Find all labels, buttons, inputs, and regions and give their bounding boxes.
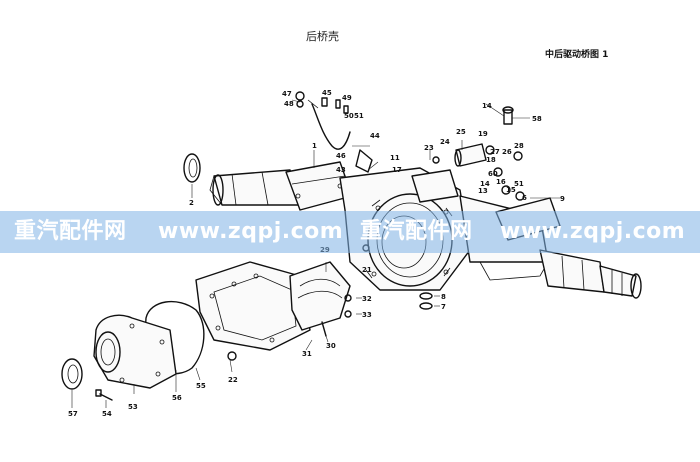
callout-9: 9 — [560, 195, 565, 203]
callout-32: 32 — [362, 295, 372, 303]
callout-55: 55 — [196, 382, 206, 390]
callout-25: 25 — [456, 128, 466, 136]
callout-50: 50 — [344, 112, 354, 120]
callout-8: 8 — [441, 293, 446, 301]
callout-54: 54 — [102, 410, 112, 418]
callout-19: 19 — [478, 130, 488, 138]
callout-48: 48 — [284, 100, 294, 108]
page-title: 后桥壳 — [306, 29, 339, 43]
callout-14: 14 — [480, 180, 490, 188]
watermark-url-2: www.zqpj.com — [500, 219, 686, 244]
callout-16: 16 — [496, 178, 506, 186]
callout-numbers: 1 2 6 7 8 9 11 13 14 14 15 16 17 18 19 2… — [68, 89, 565, 418]
callout-11: 11 — [390, 154, 400, 162]
callout-13: 13 — [478, 187, 488, 195]
callout-45: 45 — [322, 89, 332, 97]
callout-33: 33 — [362, 311, 372, 319]
callout-15: 15 — [506, 186, 516, 194]
callout-56: 56 — [172, 394, 182, 402]
callout-49: 49 — [342, 94, 352, 102]
callout-6: 6 — [522, 194, 527, 202]
callout-7: 7 — [441, 303, 446, 311]
differential-carrier — [195, 261, 311, 351]
breather-hose-assembly — [295, 91, 373, 173]
watermark-band — [0, 211, 700, 253]
ring-bearing-cap — [289, 261, 351, 331]
callout-58: 58 — [532, 115, 542, 123]
callout-28: 28 — [514, 142, 524, 150]
callout-23: 23 — [424, 144, 434, 152]
callout-46: 46 — [336, 152, 346, 160]
callout-27: 27 — [490, 148, 500, 156]
watermark-url: www.zqpj.com — [158, 219, 344, 244]
callout-1: 1 — [312, 142, 317, 150]
bolt-54 — [95, 389, 113, 401]
callout-51b: 51 — [514, 180, 524, 188]
callout-22: 22 — [228, 376, 238, 384]
callout-47: 47 — [282, 90, 292, 98]
callout-14-top: 14 — [482, 102, 492, 110]
callout-17: 17 — [392, 166, 402, 174]
watermark-brand-2: 重汽配件网 — [360, 219, 473, 244]
input-cover-53 — [93, 314, 177, 389]
callout-24: 24 — [440, 138, 450, 146]
oil-seal-57 — [61, 358, 83, 390]
leader-lines — [71, 99, 560, 408]
callout-57: 57 — [68, 410, 78, 418]
callout-26: 26 — [502, 148, 512, 156]
callout-18: 18 — [486, 156, 496, 164]
callout-30: 30 — [326, 342, 336, 350]
seal-ring — [183, 153, 201, 183]
callout-51: 51 — [354, 112, 364, 120]
callout-43: 43 — [336, 166, 346, 174]
callout-60: 60 — [488, 170, 498, 178]
callout-2: 2 — [189, 199, 194, 207]
right-top-fittings — [432, 106, 525, 201]
figure-label: 中后驱动桥图 1 — [545, 48, 608, 60]
callout-53: 53 — [128, 403, 138, 411]
callout-44: 44 — [370, 132, 380, 140]
callout-31: 31 — [302, 350, 312, 358]
watermark-brand: 重汽配件网 — [14, 219, 127, 244]
callout-21: 21 — [362, 266, 372, 274]
